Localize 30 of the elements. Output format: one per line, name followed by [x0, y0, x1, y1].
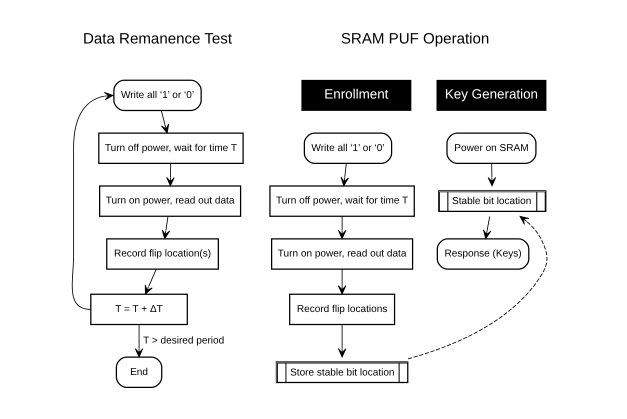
node-box: End: [115, 356, 162, 388]
arrow: [482, 216, 491, 240]
edge-label: T > desired period: [142, 335, 224, 346]
node-box: Response (Keys): [436, 238, 529, 270]
node-box: Record flip location(s): [106, 238, 218, 270]
node-box: Power on SRAM: [446, 132, 536, 164]
arrow: [166, 163, 174, 186]
arrow: [487, 163, 496, 186]
arrow: [160, 110, 169, 134]
arrow: [134, 324, 143, 358]
node-box: Turn off power, wait for time T: [268, 185, 414, 217]
node-box: Record flip locations: [288, 294, 395, 326]
node-box: Turn off power, wait for time T: [98, 132, 244, 164]
node-box: Write all ‘1’ or ‘0’: [112, 80, 202, 112]
arrow: [337, 268, 346, 294]
node-box: Enrollment: [300, 80, 411, 111]
arrow: [337, 216, 346, 240]
arrow: [407, 216, 547, 360]
node-box: Turn on power, read out data: [270, 238, 413, 270]
arrow: [337, 324, 346, 358]
arrow: [144, 268, 156, 294]
arrow: [161, 216, 170, 240]
node-box: Write all ‘1’ or ‘0’: [303, 132, 392, 164]
label: Data Remanence Test: [82, 30, 232, 48]
arrow: [340, 163, 348, 186]
arrow: [71, 92, 113, 310]
node-box: T = T + ΔT: [90, 294, 188, 326]
node-box: Key Generation: [436, 80, 546, 111]
label: SRAM PUF Operation: [340, 30, 489, 48]
node-box: Turn on power, read out data: [98, 185, 241, 217]
